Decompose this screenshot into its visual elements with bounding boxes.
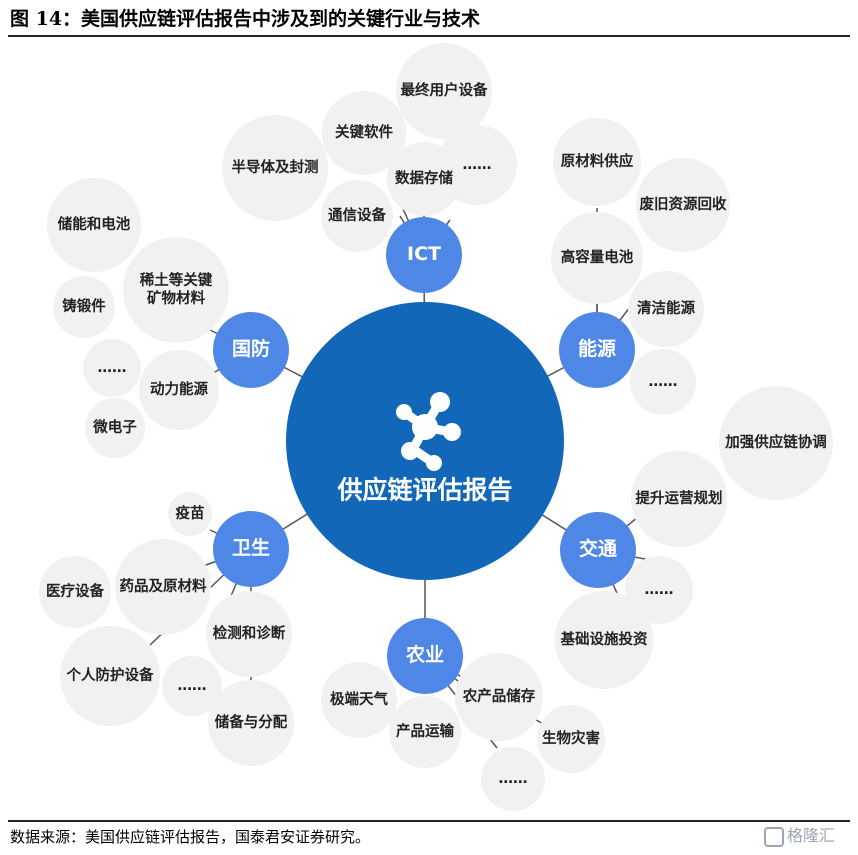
leaf-circle-defense-1 xyxy=(123,237,229,343)
leaf-circle-health-1 xyxy=(39,556,111,628)
leaf-circle-agriculture-3 xyxy=(537,705,605,773)
watermark-text: 格隆汇 xyxy=(787,826,836,845)
leaf-circle-health-2 xyxy=(115,539,211,635)
leaf-circle-energy-1 xyxy=(636,158,730,252)
leaf-circle-transport-0 xyxy=(719,386,833,500)
watermark: 格隆汇 xyxy=(764,822,835,847)
leaf-circle-ict-1 xyxy=(322,91,406,175)
leaf-circle-agriculture-0 xyxy=(321,662,397,738)
bottom-rule xyxy=(8,820,850,822)
leaf-circle-transport-3 xyxy=(555,591,653,689)
hub-circle-energy xyxy=(559,312,635,388)
center-circle xyxy=(286,302,564,580)
leaf-circle-transport-2 xyxy=(625,556,693,624)
hub-circle-transport xyxy=(560,512,636,588)
leaf-circle-defense-0 xyxy=(47,178,141,272)
leaf-circle-agriculture-1 xyxy=(455,653,543,741)
leaf-circle-energy-3 xyxy=(628,271,704,347)
top-rule xyxy=(8,35,850,37)
leaf-circle-energy-4 xyxy=(630,349,696,415)
hub-circle-agriculture xyxy=(387,618,463,694)
leaf-circle-energy-0 xyxy=(553,118,641,206)
hub-circles xyxy=(213,217,636,694)
leaf-circle-defense-2 xyxy=(53,276,115,338)
hub-circle-ict xyxy=(386,217,462,293)
leaf-circle-health-5 xyxy=(162,656,222,716)
watermark-logo-icon xyxy=(764,826,784,847)
leaf-circle-ict-4 xyxy=(437,125,517,205)
leaf-circle-health-3 xyxy=(206,591,292,677)
leaf-circle-agriculture-2 xyxy=(389,696,461,768)
leaf-circle-ict-5 xyxy=(321,180,393,252)
leaf-circle-health-0 xyxy=(168,492,212,536)
leaf-circle-transport-1 xyxy=(631,451,727,547)
hub-circle-health xyxy=(213,511,289,587)
leaf-circle-ict-0 xyxy=(396,43,492,139)
leaf-circle-agriculture-4 xyxy=(481,747,545,811)
leaf-circle-energy-2 xyxy=(551,212,643,304)
figure-title: 图 14：美国供应链评估报告中涉及到的关键行业与技术 xyxy=(10,8,481,30)
leaf-circle-health-6 xyxy=(208,680,294,766)
leaf-circle-ict-2 xyxy=(222,115,328,221)
leaf-circles xyxy=(39,43,833,811)
molecule-icon xyxy=(396,392,461,471)
leaf-circle-defense-4 xyxy=(139,350,219,430)
leaf-circle-defense-3 xyxy=(83,339,141,397)
source-note: 数据来源：美国供应链评估报告，国泰君安证券研究。 xyxy=(10,828,371,846)
leaf-circle-defense-5 xyxy=(85,398,145,458)
leaf-circle-health-4 xyxy=(60,626,160,726)
hub-circle-defense xyxy=(213,312,289,388)
center-node xyxy=(286,302,564,580)
